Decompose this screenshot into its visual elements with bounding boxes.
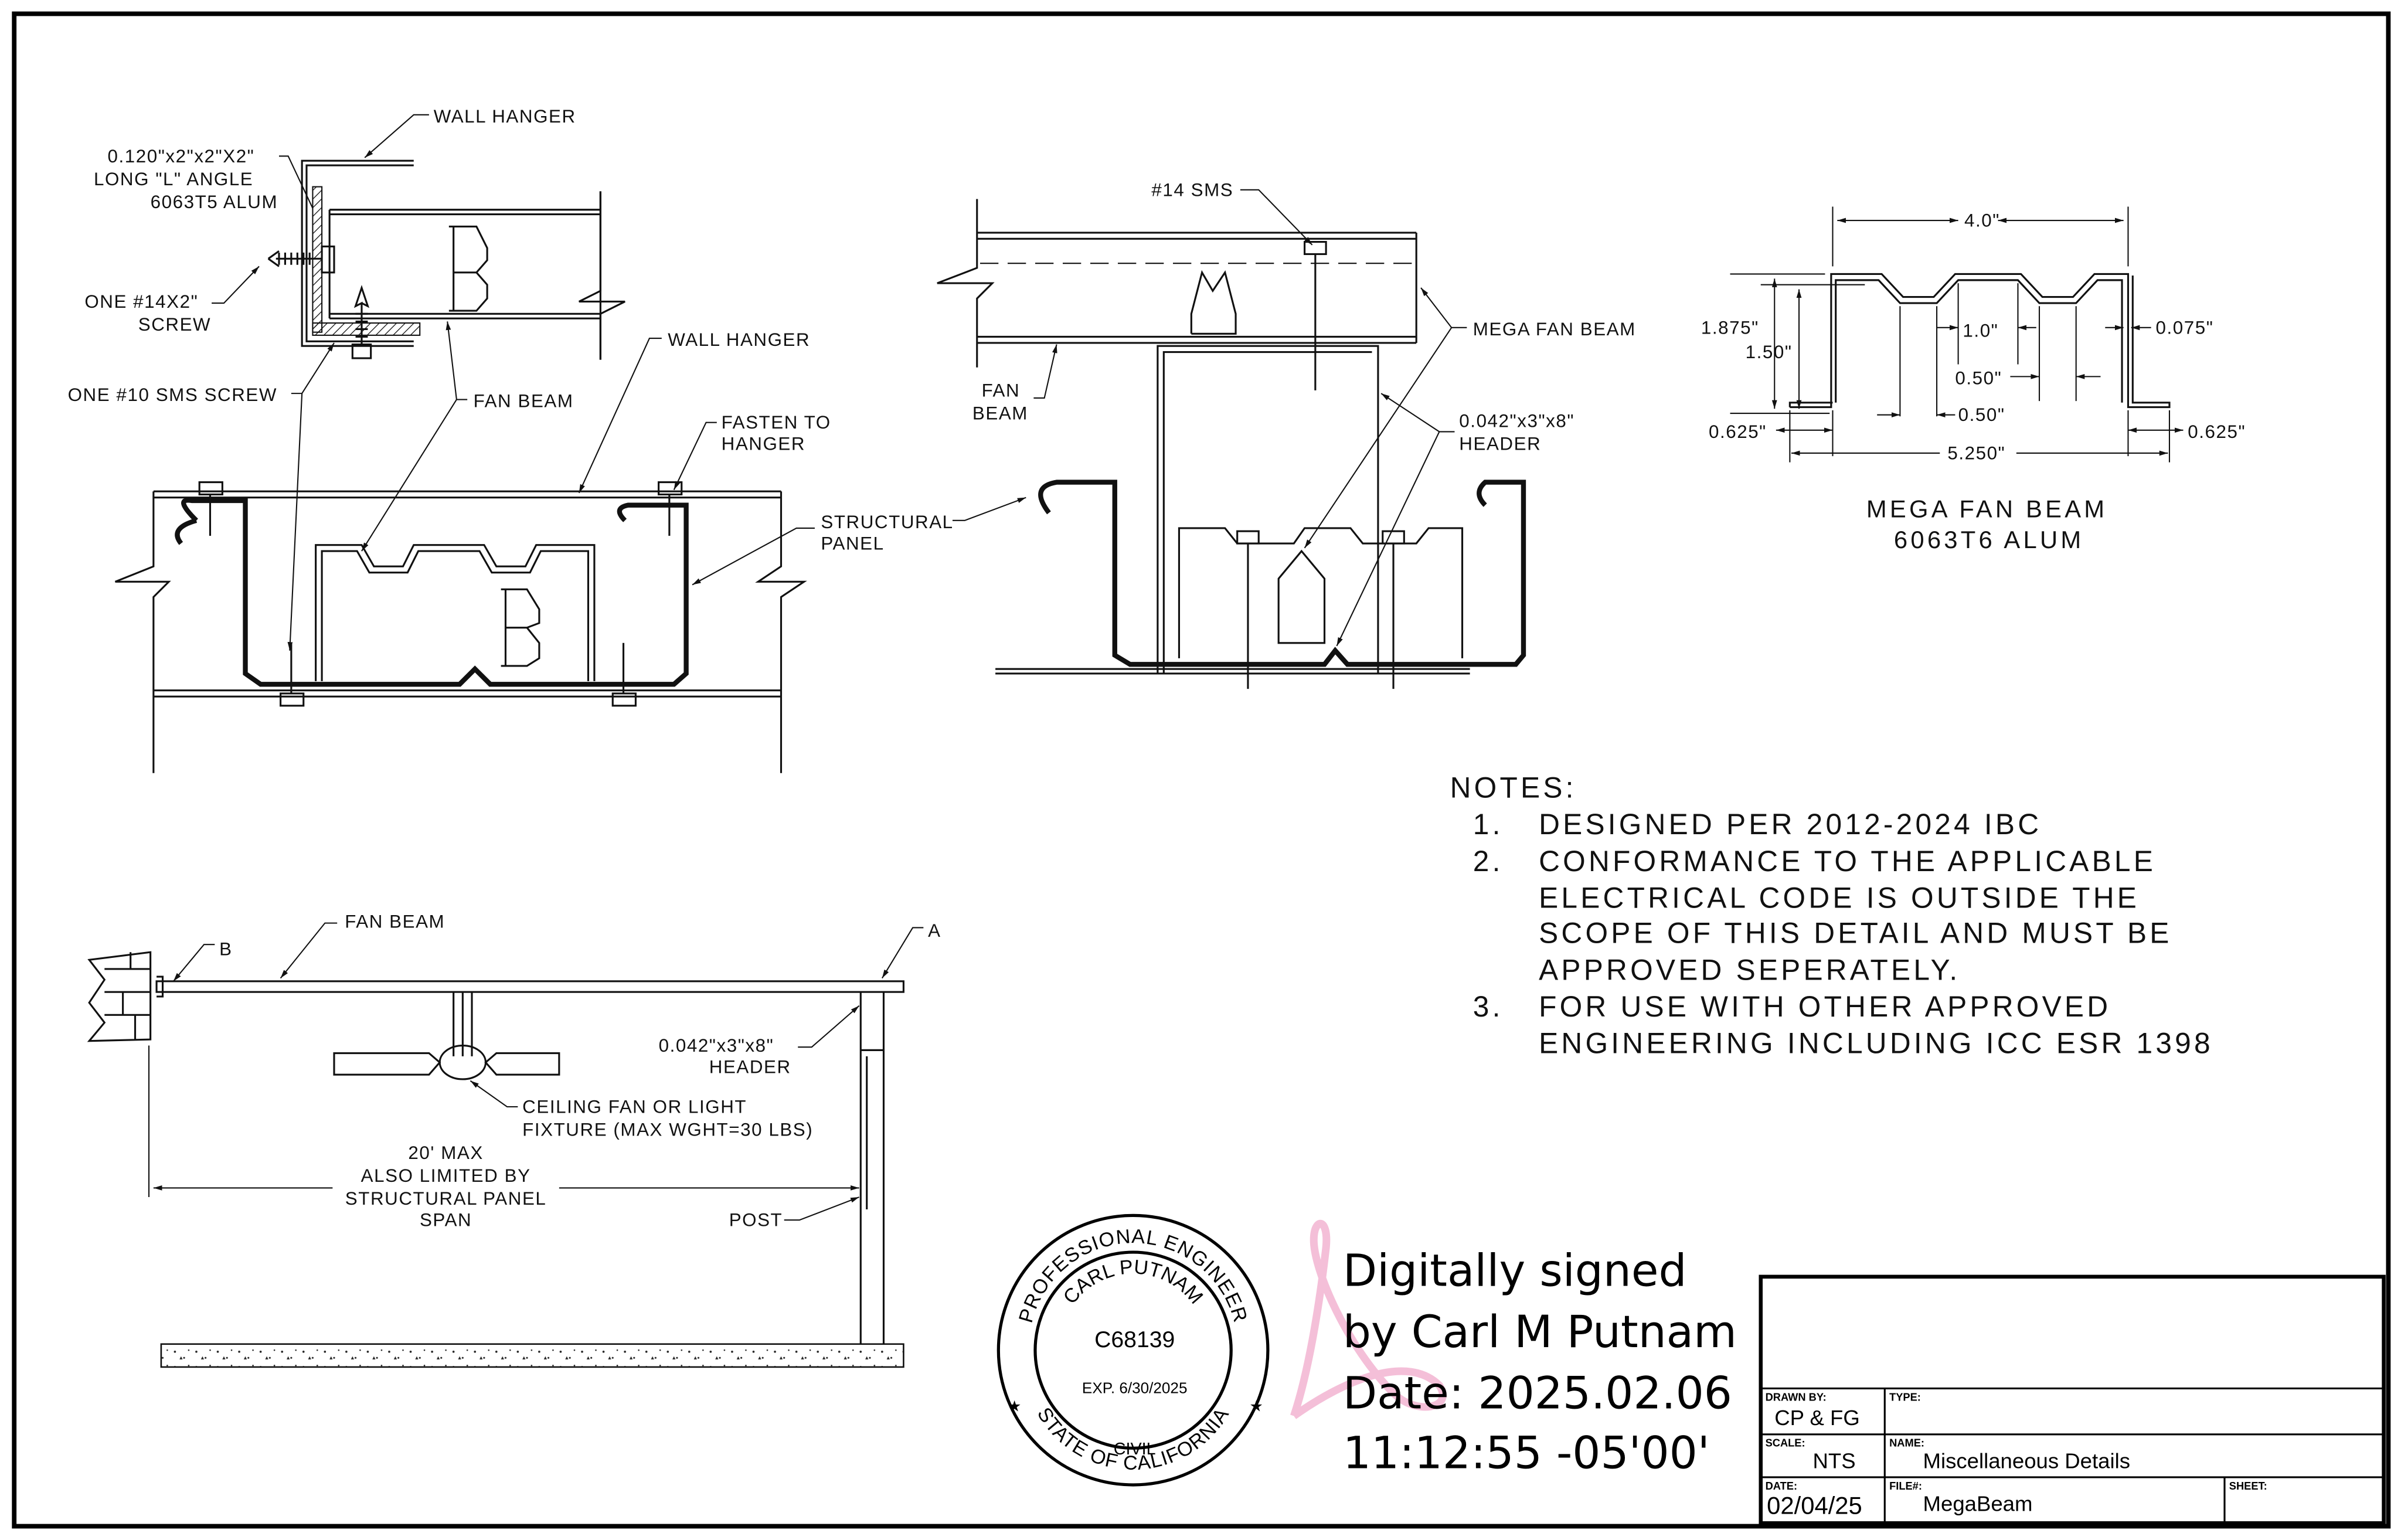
label-header-size: 0.042"x3"x8" — [659, 1035, 774, 1056]
label-angle-type: LONG "L" ANGLE — [94, 169, 253, 189]
signature-date: Date: 2025.02.06 — [1343, 1367, 1732, 1419]
note-line: DESIGNED PER 2012-2024 IBC — [1539, 808, 2042, 841]
label-span-limit: ALSO LIMITED BY — [361, 1165, 531, 1186]
label-span-max: 20' MAX — [408, 1143, 483, 1163]
label-sms-14: #14 SMS — [1151, 179, 1233, 200]
star-icon: ★ — [1008, 1398, 1021, 1415]
label-post: POST — [729, 1210, 783, 1230]
dim-flange-right: 0.625" — [2188, 421, 2246, 442]
notes: NOTES: 1. DESIGNED PER 2012-2024 IBC 2. … — [1450, 771, 2213, 1060]
dim-groove-2: 0.50" — [1958, 404, 2005, 425]
detail-wall-hanger: WALL HANGER 0.120"x2"x2"X2" LONG "L" ANG… — [68, 106, 831, 651]
drawn-by-label: DRAWN BY: — [1766, 1391, 1827, 1403]
dim-total-height: 1.875" — [1701, 317, 1759, 338]
name-value: Miscellaneous Details — [1923, 1449, 2130, 1473]
sheet-border — [12, 11, 2391, 1529]
label-screw-14: ONE #14X2" — [84, 291, 198, 312]
svg-text:CARL PUTNAM: CARL PUTNAM — [1059, 1256, 1208, 1308]
note-line: ELECTRICAL CODE IS OUTSIDE THE — [1539, 882, 2140, 915]
label-screw-14-line2: SCREW — [138, 314, 211, 335]
note-line: FOR USE WITH OTHER APPROVED — [1539, 990, 2111, 1023]
notes-heading: NOTES: — [1450, 771, 1577, 804]
digital-signature: Digitally signed by Carl M Putnam Date: … — [1290, 1219, 1737, 1478]
label-structural: STRUCTURAL — [821, 512, 953, 532]
label-wall-hanger-2: WALL HANGER — [668, 329, 810, 350]
detail-header: #14 SMS FAN BEAM MEGA FAN BEAM 0.042"x3"… — [692, 179, 1636, 689]
label-fixture: CEILING FAN OR LIGHT — [522, 1096, 747, 1117]
label-header: HEADER — [1459, 434, 1541, 454]
label-fan-beam: FAN BEAM — [474, 391, 574, 412]
file-value: MegaBeam — [1923, 1491, 2033, 1515]
label-wall-hanger: WALL HANGER — [434, 106, 576, 127]
dim-groove-1: 0.50" — [1955, 368, 2002, 388]
label-header: HEADER — [709, 1057, 791, 1077]
scale-value: NTS — [1813, 1449, 1856, 1473]
beam-b-glyph — [448, 225, 488, 312]
detail-elevation: FAN BEAM B A 0.042"x3"x8" HEADER CEILING… — [87, 911, 941, 1368]
note-number: 2. — [1473, 845, 1504, 878]
label-beam: BEAM — [972, 403, 1028, 424]
stamp-license: C68139 — [1094, 1327, 1175, 1352]
date-label: DATE: — [1766, 1480, 1797, 1492]
label-fan: FAN — [982, 380, 1021, 400]
mega-fan-beam-profile: 4.0" 1.875" 1.50" 1.0" 0.075" 0.50" 0.50… — [1701, 206, 2246, 553]
note-number: 3. — [1473, 990, 1504, 1023]
label-angle-size: 0.120"x2"x2"X2" — [108, 146, 255, 166]
signature-line-2: by Carl M Putnam — [1343, 1306, 1737, 1358]
type-label: TYPE: — [1889, 1391, 1921, 1403]
label-header-size: 0.042"x3"x8" — [1459, 411, 1574, 431]
note-line: ENGINEERING INCLUDING ICC ESR 1398 — [1539, 1027, 2213, 1060]
note-number: 1. — [1473, 808, 1504, 841]
star-icon: ★ — [1250, 1398, 1263, 1415]
stamp-expiration: EXP. 6/30/2025 — [1082, 1379, 1188, 1396]
note-line: CONFORMANCE TO THE APPLICABLE — [1539, 845, 2156, 878]
label-mark-a: A — [928, 920, 941, 941]
label-screw-10: ONE #10 SMS SCREW — [68, 385, 277, 405]
label-fixture-weight: FIXTURE (MAX WGHT=30 LBS) — [522, 1120, 813, 1140]
dim-top-width: 4.0" — [1964, 210, 2000, 230]
note-line: APPROVED SEPERATELY. — [1539, 953, 1960, 986]
dim-inner-height: 1.50" — [1746, 342, 1793, 362]
drawn-by-value: CP & FG — [1774, 1406, 1860, 1430]
dim-flange-left: 0.625" — [1709, 421, 1767, 442]
label-panel: PANEL — [821, 533, 884, 553]
label-hanger: HANGER — [722, 434, 805, 454]
dim-center-width: 1.0" — [1963, 320, 1998, 341]
scale-label: SCALE: — [1766, 1437, 1805, 1449]
label-span-panel: STRUCTURAL PANEL — [345, 1188, 547, 1209]
label-elevation-fan-beam: FAN BEAM — [345, 911, 445, 932]
dim-thickness: 0.075" — [2155, 317, 2213, 338]
file-label: FILE#: — [1889, 1480, 1922, 1492]
label-angle-material: 6063T5 ALUM — [151, 192, 278, 212]
sheet-label: SHEET: — [2229, 1480, 2267, 1492]
stamp-name: CARL PUTNAM — [1059, 1256, 1208, 1308]
acrobat-ribbon-icon — [1290, 1219, 1447, 1419]
name-label: NAME: — [1889, 1437, 1924, 1449]
note-line: SCOPE OF THIS DETAIL AND MUST BE — [1539, 917, 2172, 950]
label-span: SPAN — [420, 1210, 472, 1230]
profile-material: 6063T6 ALUM — [1894, 526, 2084, 553]
detail-panel-section — [114, 481, 807, 773]
signature-time: 11:12:55 -05'00' — [1343, 1427, 1710, 1478]
title-block: DRAWN BY: CP & FG TYPE: SCALE: NTS NAME:… — [1759, 1274, 2386, 1525]
engineer-stamp: PROFESSIONAL ENGINEER CARL PUTNAM C68139… — [997, 1213, 1270, 1487]
label-mega-fan-beam: MEGA FAN BEAM — [1473, 319, 1636, 339]
signature-line-1: Digitally signed — [1343, 1245, 1687, 1297]
label-mark-b: B — [219, 939, 232, 959]
dim-bottom-width: 5.250" — [1947, 443, 2005, 463]
label-fasten-to: FASTEN TO — [722, 412, 831, 433]
date-value: 02/04/25 — [1767, 1492, 1862, 1519]
stamp-discipline: CIVIL — [1114, 1440, 1156, 1459]
profile-title: MEGA FAN BEAM — [1866, 495, 2107, 523]
